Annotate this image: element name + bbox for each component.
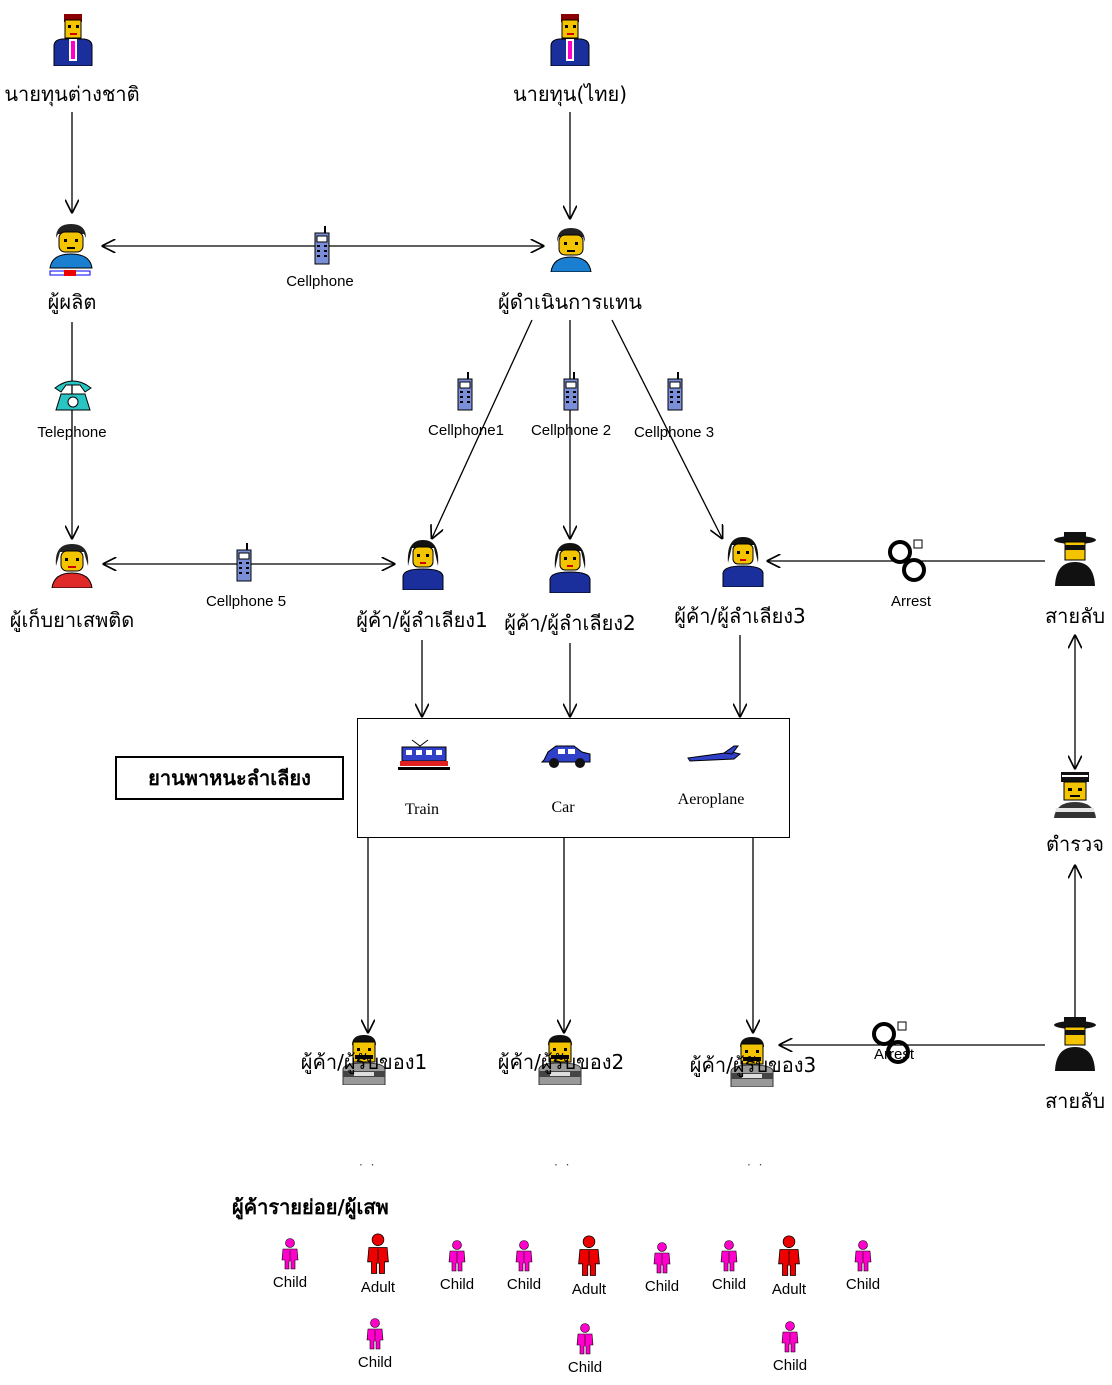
child-person-icon — [448, 1240, 466, 1272]
arrow-operator-dealer1 — [432, 319, 533, 538]
child-person-icon — [720, 1240, 738, 1272]
car-label: Car — [551, 799, 575, 816]
child-label: Child — [845, 1276, 881, 1293]
informant-icon — [1054, 532, 1096, 586]
vehicles-box — [357, 718, 790, 838]
arrest-bottom-label: Arrest — [873, 1046, 915, 1063]
cellphone-icon — [667, 372, 683, 411]
producer-label: ผู้ผลิต — [47, 290, 97, 314]
child-label: Child — [357, 1354, 393, 1371]
dealer3-label: ผู้ค้า/ผู้ลำเลียง3 — [674, 604, 806, 628]
dealer1-label: ผู้ค้า/ผู้ลำเลียง1 — [356, 608, 488, 632]
cellphone-icon — [236, 543, 252, 582]
informant-icon — [1054, 1017, 1096, 1071]
train-icon — [398, 739, 450, 770]
telephone-icon — [54, 380, 92, 411]
child-person-icon — [781, 1321, 799, 1353]
cellphone-icon — [314, 226, 330, 265]
train-label: Train — [404, 801, 440, 818]
operator-icon — [550, 228, 592, 272]
adult-label: Adult — [771, 1281, 807, 1298]
cellphone-label: Cellphone — [286, 273, 354, 290]
receiver2-label: ผู้ค้า/ผู้รับของ2 — [497, 1050, 625, 1074]
informant-top-label: สายลับ — [1044, 604, 1106, 628]
dealer-icon — [402, 540, 444, 590]
child-person-icon — [366, 1318, 384, 1350]
dealer2-label: ผู้ค้า/ผู้ลำเลียง2 — [504, 611, 636, 635]
adult-label: Adult — [571, 1281, 607, 1298]
child-person-icon — [653, 1242, 671, 1274]
foreign-investor-label: นายทุนต่างชาติ — [4, 82, 140, 106]
arrow-operator-dealer3 — [611, 319, 722, 538]
adult-person-icon — [578, 1235, 600, 1276]
handcuffs-icon — [888, 539, 926, 582]
cellphone1-label: Cellphone1 — [428, 422, 504, 439]
ellipsis-dots: · · — [554, 1158, 572, 1172]
child-label: Child — [644, 1278, 680, 1295]
informant-bottom-label: สายลับ — [1044, 1089, 1106, 1113]
ellipsis-dots: · · — [747, 1158, 765, 1172]
cellphone3-label: Cellphone 3 — [633, 424, 715, 441]
telephone-label: Telephone — [37, 424, 107, 441]
operator-label: ผู้ดำเนินการแทน — [498, 290, 642, 314]
receiver1-label: ผู้ค้า/ผู้รับของ1 — [300, 1050, 428, 1074]
keeper-label: ผู้เก็บยาเสพติด — [9, 608, 135, 632]
cellphone2-label: Cellphone 2 — [530, 422, 612, 439]
receiver3-label: ผู้ค้า/ผู้รับของ3 — [689, 1053, 817, 1077]
adult-person-icon — [367, 1233, 389, 1274]
child-person-icon — [281, 1238, 299, 1270]
vehicles-title: ยานพาหนะลำเลียง — [115, 756, 344, 800]
keeper-icon — [51, 544, 93, 588]
child-label: Child — [567, 1359, 603, 1376]
child-label: Child — [711, 1276, 747, 1293]
producer-icon — [49, 224, 93, 276]
thai-investor-label: นายทุน(ไทย) — [512, 82, 628, 106]
investor-icon — [550, 14, 590, 66]
car-icon — [540, 745, 591, 768]
handcuffs-icon — [872, 1021, 910, 1064]
cellphone-icon — [457, 372, 473, 411]
dealer-icon — [549, 543, 591, 593]
child-label: Child — [439, 1276, 475, 1293]
receiver-icon — [342, 1035, 386, 1085]
cellphone5-label: Cellphone 5 — [205, 593, 287, 610]
aeroplane-label: Aeroplane — [677, 791, 745, 808]
aeroplane-icon — [687, 745, 742, 762]
receiver-icon — [730, 1037, 774, 1087]
child-person-icon — [854, 1240, 872, 1272]
dealer-icon — [722, 537, 764, 587]
receiver-icon — [538, 1035, 582, 1085]
adult-label: Adult — [360, 1279, 396, 1296]
police-icon — [1054, 772, 1096, 818]
retail-title: ผู้ค้ารายย่อย/ผู้เสพ — [232, 1195, 389, 1219]
ellipsis-dots: · · — [359, 1158, 377, 1172]
child-label: Child — [272, 1274, 308, 1291]
investor-icon — [53, 14, 93, 66]
adult-person-icon — [778, 1235, 800, 1276]
cellphone-icon — [563, 372, 579, 411]
arrest-top-label: Arrest — [890, 593, 932, 610]
child-label: Child — [772, 1357, 808, 1374]
police-label: ตำรวจ — [1046, 832, 1104, 856]
child-person-icon — [515, 1240, 533, 1272]
child-label: Child — [506, 1276, 542, 1293]
child-person-icon — [576, 1323, 594, 1355]
